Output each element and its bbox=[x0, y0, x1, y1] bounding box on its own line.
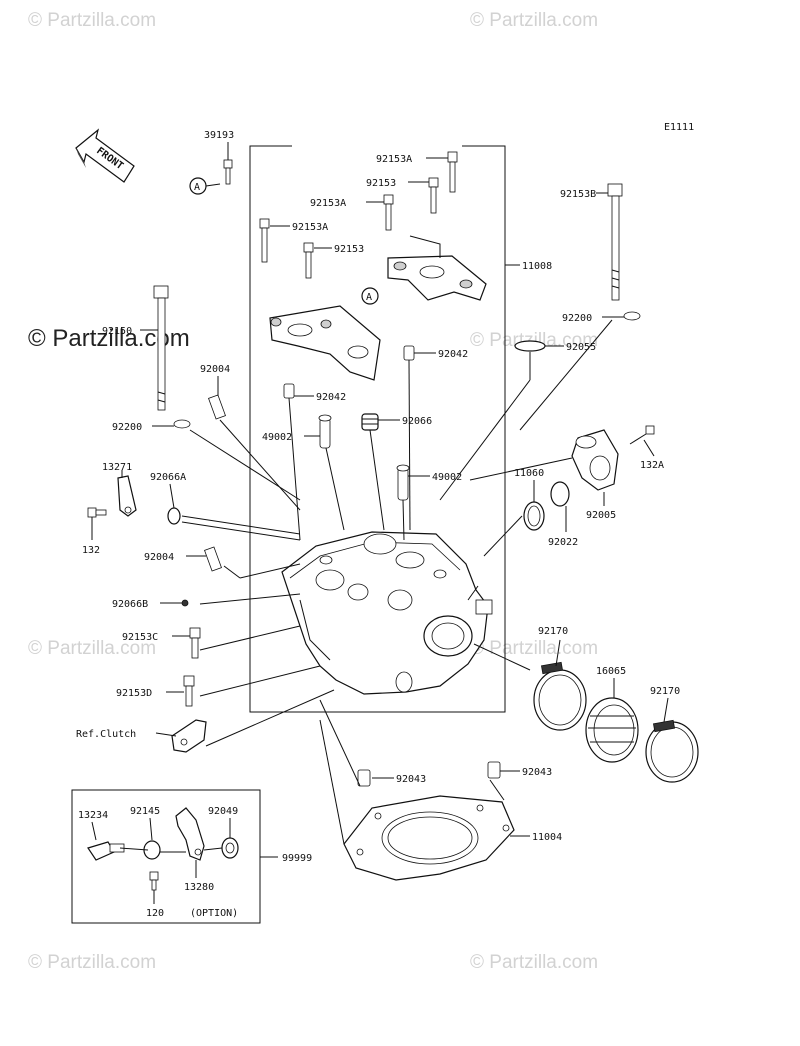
label-92153A-mid: 92153A bbox=[310, 198, 346, 209]
label-99999: 99999 bbox=[282, 853, 312, 864]
label-92153B: 92153B bbox=[560, 189, 596, 200]
label-92066: 92066 bbox=[402, 416, 432, 427]
label-92049: 92049 bbox=[208, 806, 238, 817]
label-92153A-left: 92153A bbox=[292, 222, 328, 233]
valve-guide-49002-left-icon bbox=[318, 414, 332, 449]
bolt-92150-icon bbox=[153, 285, 169, 411]
water-outlet-92005-icon bbox=[571, 425, 655, 491]
label-39193: 39193 bbox=[204, 130, 234, 141]
bolt-92153B-icon bbox=[607, 183, 623, 301]
o-ring-92055-icon bbox=[514, 340, 546, 352]
callout-a-left: A bbox=[194, 182, 200, 193]
label-11008: 11008 bbox=[522, 261, 552, 272]
bracket-13271-icon bbox=[117, 475, 137, 517]
head-gasket-11004-icon bbox=[343, 795, 515, 881]
label-92042-right: 92042 bbox=[438, 349, 468, 360]
camshaft-cap-left-icon: A bbox=[269, 287, 381, 381]
sensor-13234-icon bbox=[87, 841, 125, 861]
dowel-92043-right-icon bbox=[487, 761, 501, 779]
label-120: 120 bbox=[146, 908, 164, 919]
leader-lines bbox=[91, 142, 669, 904]
stud-92004-bottom-icon bbox=[204, 546, 222, 572]
washer-92200-right-icon bbox=[623, 311, 641, 321]
label-92005: 92005 bbox=[586, 510, 616, 521]
bolt-92153D-icon bbox=[183, 675, 195, 707]
washer-92200-left-icon bbox=[173, 419, 191, 429]
o-ring-92022-icon bbox=[550, 481, 570, 507]
label-49002-left: 49002 bbox=[262, 432, 292, 443]
label-92066B: 92066B bbox=[112, 599, 148, 610]
label-92004-top: 92004 bbox=[200, 364, 230, 375]
label-ref-clutch: Ref.Clutch bbox=[76, 729, 136, 740]
label-92153-left: 92153 bbox=[334, 244, 364, 255]
label-92150: 92150 bbox=[102, 326, 132, 337]
watermark-top-left: © Partzilla.com bbox=[28, 10, 156, 31]
label-13271: 13271 bbox=[102, 462, 132, 473]
valve-guide-49002-right-icon bbox=[396, 464, 410, 501]
cylinder-head-icon bbox=[281, 531, 493, 695]
label-13280: 13280 bbox=[184, 882, 214, 893]
stud-92004-top-icon bbox=[208, 394, 226, 420]
label-92066A: 92066A bbox=[150, 472, 186, 483]
label-92153D: 92153D bbox=[116, 688, 152, 699]
valve-stem-seal-92066-icon bbox=[361, 413, 379, 431]
label-92055: 92055 bbox=[566, 342, 596, 353]
front-arrow-icon: FRONT bbox=[75, 128, 135, 183]
label-option: (OPTION) bbox=[190, 908, 238, 919]
label-132: 132 bbox=[82, 545, 100, 556]
label-16065: 16065 bbox=[596, 666, 626, 677]
plug-92066B-icon bbox=[181, 599, 189, 607]
main-frame bbox=[249, 145, 520, 713]
bolt-120-icon bbox=[149, 871, 159, 891]
label-92043-left: 92043 bbox=[396, 774, 426, 785]
callout-a-right: A bbox=[366, 292, 372, 303]
label-92200-right: 92200 bbox=[562, 313, 592, 324]
seal-92066A-icon bbox=[167, 507, 181, 525]
bracket-13280-icon bbox=[175, 807, 205, 861]
label-92022: 92022 bbox=[548, 537, 578, 548]
intake-holder-16065-icon bbox=[585, 697, 639, 763]
cam-cap-bolts bbox=[259, 151, 458, 279]
label-92153C: 92153C bbox=[122, 632, 158, 643]
label-92170-right: 92170 bbox=[650, 686, 680, 697]
camshaft-cap-right-icon bbox=[387, 235, 487, 301]
bolt-132-icon bbox=[87, 507, 107, 518]
label-13234: 13234 bbox=[78, 810, 108, 821]
clutch-bracket-icon bbox=[171, 719, 207, 753]
diagram-code: E1111 bbox=[664, 122, 694, 133]
watermark-bottom-left: © Partzilla.com bbox=[28, 952, 156, 973]
watermark-bottom-right: © Partzilla.com bbox=[470, 952, 598, 973]
label-92153A-top: 92153A bbox=[376, 154, 412, 165]
clamp-92170-left-icon bbox=[533, 661, 587, 731]
watermark-lower-left: © Partzilla.com bbox=[28, 638, 156, 659]
label-92043-right: 92043 bbox=[522, 767, 552, 778]
label-11060: 11060 bbox=[514, 468, 544, 479]
clamp-92170-right-icon bbox=[645, 719, 699, 783]
label-92170-left: 92170 bbox=[538, 626, 568, 637]
bolt-39193-icon: A bbox=[189, 159, 233, 195]
label-49002-right: 49002 bbox=[432, 472, 462, 483]
watermark-top-right: © Partzilla.com bbox=[470, 10, 598, 31]
label-11004: 11004 bbox=[532, 832, 562, 843]
label-92042-left: 92042 bbox=[316, 392, 346, 403]
label-132A: 132A bbox=[640, 460, 664, 471]
label-92145: 92145 bbox=[130, 806, 160, 817]
part-labels: 39193 92153A 92153 92153A 92153A 92153 1… bbox=[76, 130, 680, 919]
watermark-mid-right: © Partzilla.com bbox=[470, 330, 598, 351]
watermark-lower-right: © Partzilla.com bbox=[470, 638, 598, 659]
label-92200-left: 92200 bbox=[112, 422, 142, 433]
label-92004-bottom: 92004 bbox=[144, 552, 174, 563]
bolt-92153C-icon bbox=[189, 627, 201, 659]
dowel-92043-left-icon bbox=[357, 769, 371, 787]
label-92153-top: 92153 bbox=[366, 178, 396, 189]
